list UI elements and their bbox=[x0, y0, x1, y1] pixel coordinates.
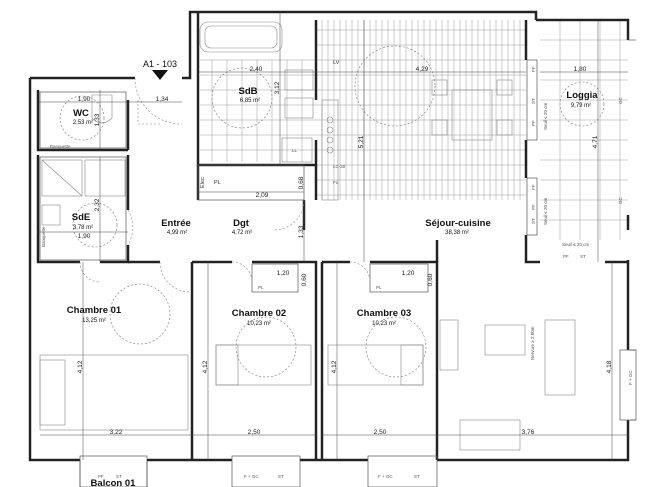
label-recul: Nervure ≥ 2.80m bbox=[530, 326, 535, 360]
dim-3-12: 3,12 bbox=[274, 81, 281, 94]
label-fgc-ch03: F + GC bbox=[378, 474, 393, 479]
room-name-chambre01: Chambre 01 bbox=[67, 305, 122, 316]
room-name-dgt: Dgt bbox=[233, 218, 250, 229]
dim-4-12-c: 4,12 bbox=[331, 360, 338, 373]
room-area-sde: 3,78 m² bbox=[73, 225, 93, 231]
dim-1-80: 1,80 bbox=[574, 66, 587, 73]
dim-1-90-sde: 1,90 bbox=[78, 233, 91, 240]
label-ll: LL bbox=[292, 148, 298, 153]
room-name-sejour: Séjour-cuisine bbox=[425, 218, 490, 229]
dim-4-12-b: 4,12 bbox=[202, 360, 209, 373]
label-lv: LV bbox=[333, 60, 340, 66]
label-pf-balcon: PF bbox=[98, 474, 104, 479]
label-lc: LC-30 bbox=[333, 164, 346, 169]
label-st-balcon: ST bbox=[116, 474, 122, 479]
label-st-ch02: ST bbox=[278, 474, 284, 479]
label-fo: Fo bbox=[333, 180, 339, 185]
room-name-balcon: Balcon 01 bbox=[91, 478, 137, 487]
room-labels: WC 2,53 m² SdB 6,85 m² Loggia 9,79 m² En… bbox=[67, 86, 598, 487]
room-area-chambre01: 13,25 m² bbox=[82, 318, 106, 324]
label-ff-1: FF bbox=[531, 66, 536, 72]
dim-5-21: 5,21 bbox=[358, 135, 365, 148]
dim-3-22: 3,22 bbox=[110, 429, 123, 436]
dim-2-50-b: 2,50 bbox=[374, 429, 387, 436]
label-seuil-top: Seuil ≤ 20 cm bbox=[543, 103, 548, 130]
room-area-wc: 2,53 m² bbox=[73, 120, 93, 126]
dim-1-33-wc: 1,33 bbox=[94, 113, 101, 126]
label-banquette-wc: Banquette bbox=[50, 144, 71, 149]
label-fgc-side: F + GC bbox=[628, 370, 633, 385]
dim-1-34: 1,34 bbox=[156, 96, 169, 103]
room-name-entree: Entrée bbox=[161, 218, 191, 229]
dim-2-32: 2,32 bbox=[94, 198, 101, 211]
walls bbox=[28, 10, 630, 462]
label-st-3: ST bbox=[580, 254, 586, 259]
entry-marker-icon bbox=[152, 70, 168, 80]
dim-2-50-a: 2,50 bbox=[248, 429, 261, 436]
dim-1-33-dgt: 1,33 bbox=[298, 225, 305, 238]
dim-0-60-b: 0,60 bbox=[427, 273, 434, 286]
label-pf-3: PF bbox=[563, 254, 569, 259]
room-area-dgt: 4,72 m² bbox=[232, 230, 252, 236]
room-area-loggia: 9,79 m² bbox=[571, 103, 591, 109]
apartment-id: A1 - 103 bbox=[143, 59, 177, 69]
furniture bbox=[39, 21, 576, 451]
room-area-chambre02: 10,23 m² bbox=[247, 321, 271, 327]
dim-1-20-b: 1,20 bbox=[402, 270, 415, 277]
room-name-chambre02: Chambre 02 bbox=[232, 308, 286, 319]
label-fgc-ch02: F + GC bbox=[244, 474, 259, 479]
label-st-2: ST bbox=[531, 218, 536, 224]
label-gc-2: GC bbox=[618, 196, 623, 204]
dim-0-68: 0,68 bbox=[298, 176, 305, 189]
dim-2-40: 2,40 bbox=[250, 66, 263, 73]
dimension-lines bbox=[38, 12, 628, 460]
room-name-chambre03: Chambre 03 bbox=[357, 308, 411, 319]
label-banquette-sde: Banquette bbox=[41, 226, 46, 247]
dim-4-18: 4,18 bbox=[606, 360, 613, 373]
room-name-loggia: Loggia bbox=[566, 90, 598, 101]
label-pl-ch03: PL bbox=[376, 285, 382, 290]
room-name-wc: WC bbox=[73, 108, 89, 119]
room-name-sdb: SdB bbox=[239, 86, 258, 97]
label-seuil-bottom: Seuil ≤ 20 cm bbox=[562, 242, 589, 247]
dim-2-09: 2,09 bbox=[256, 192, 269, 199]
dimension-texts: 1,90 1,34 1,33 2,40 3,12 4,29 1,80 5,21 … bbox=[77, 66, 613, 436]
label-st-1: ST bbox=[531, 98, 536, 104]
kitchen-tiles bbox=[316, 20, 526, 204]
sdb-tiles bbox=[200, 59, 316, 162]
room-area-sejour: 38,38 m² bbox=[445, 230, 469, 236]
label-elec: Elec bbox=[200, 177, 206, 188]
dim-4-71: 4,71 bbox=[592, 135, 599, 148]
dim-4-12-a: 4,12 bbox=[77, 360, 84, 373]
room-area-chambre03: 10,23 m² bbox=[372, 321, 396, 327]
label-pf-1: PF bbox=[531, 120, 536, 126]
label-gc-1: GC bbox=[618, 96, 623, 104]
label-pf-2: PF bbox=[531, 204, 536, 210]
dim-3-76: 3,76 bbox=[522, 429, 535, 436]
room-area-sdb: 6,85 m² bbox=[240, 98, 260, 104]
loggia-tiles bbox=[540, 20, 628, 240]
label-st-ch03: ST bbox=[414, 474, 420, 479]
inner-lines bbox=[39, 39, 637, 487]
room-area-entree: 4,99 m² bbox=[167, 230, 187, 236]
room-name-sde: SdE bbox=[72, 212, 90, 223]
fixture-labels: Banquette Banquette Elec PL LV LC-30 Fo … bbox=[41, 60, 633, 479]
label-ff-2: FF bbox=[531, 184, 536, 190]
dim-0-60-a: 0,60 bbox=[301, 273, 308, 286]
dim-1-20-a: 1,20 bbox=[277, 270, 290, 277]
accessibility-circles bbox=[59, 45, 605, 378]
label-seuil-mid: Seuil ≤ 20 cm bbox=[543, 198, 548, 225]
dim-1-90-wc: 1,90 bbox=[78, 96, 91, 103]
label-pl-ch02: PL bbox=[258, 285, 264, 290]
label-pl-dgt: PL bbox=[214, 180, 221, 186]
dim-4-29: 4,29 bbox=[416, 66, 429, 73]
